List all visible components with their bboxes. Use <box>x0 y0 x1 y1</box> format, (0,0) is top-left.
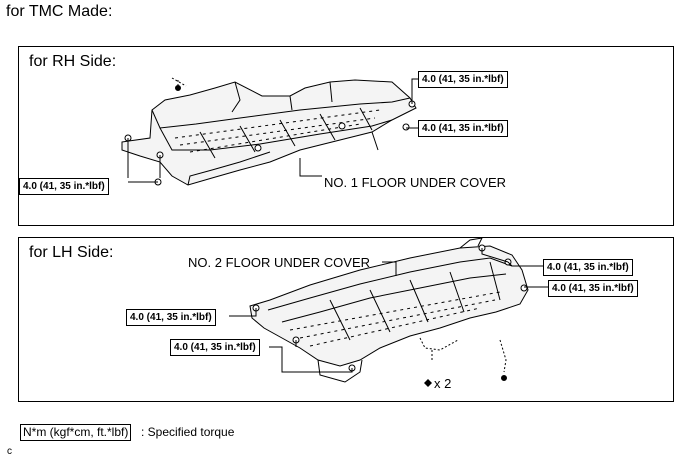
figure-code: c <box>7 446 12 457</box>
torque-callout-rh-left: 4.0 (41, 35 in.*lbf) <box>19 178 109 195</box>
torque-callout-lh-right-top: 4.0 (41, 35 in.*lbf) <box>543 259 633 276</box>
torque-legend-description: : Specified torque <box>141 425 235 439</box>
clip-count-label: x 2 <box>434 376 452 391</box>
clip-icon <box>424 379 432 387</box>
no2-floor-under-cover-label: NO. 2 FLOOR UNDER COVER <box>188 255 371 270</box>
no1-floor-under-cover-label: NO. 1 FLOOR UNDER COVER <box>324 175 507 190</box>
page-heading: for TMC Made: <box>6 3 113 20</box>
torque-callout-lh-right-bottom: 4.0 (41, 35 in.*lbf) <box>548 280 638 297</box>
torque-callout-rh-top: 4.0 (41, 35 in.*lbf) <box>418 71 508 88</box>
torque-callout-lh-left-top: 4.0 (41, 35 in.*lbf) <box>126 309 216 326</box>
no1-floor-under-cover-drawing <box>121 77 417 186</box>
torque-unit-legend: N*m (kgf*cm, ft.*lbf) <box>20 424 132 441</box>
torque-callout-lh-left-bottom: 4.0 (41, 35 in.*lbf) <box>170 339 260 356</box>
rh-panel-title: for RH Side: <box>29 53 117 70</box>
torque-callout-rh-right: 4.0 (41, 35 in.*lbf) <box>418 120 508 137</box>
no2-floor-under-cover-drawing <box>249 237 529 383</box>
lh-panel-title: for LH Side: <box>29 244 114 261</box>
